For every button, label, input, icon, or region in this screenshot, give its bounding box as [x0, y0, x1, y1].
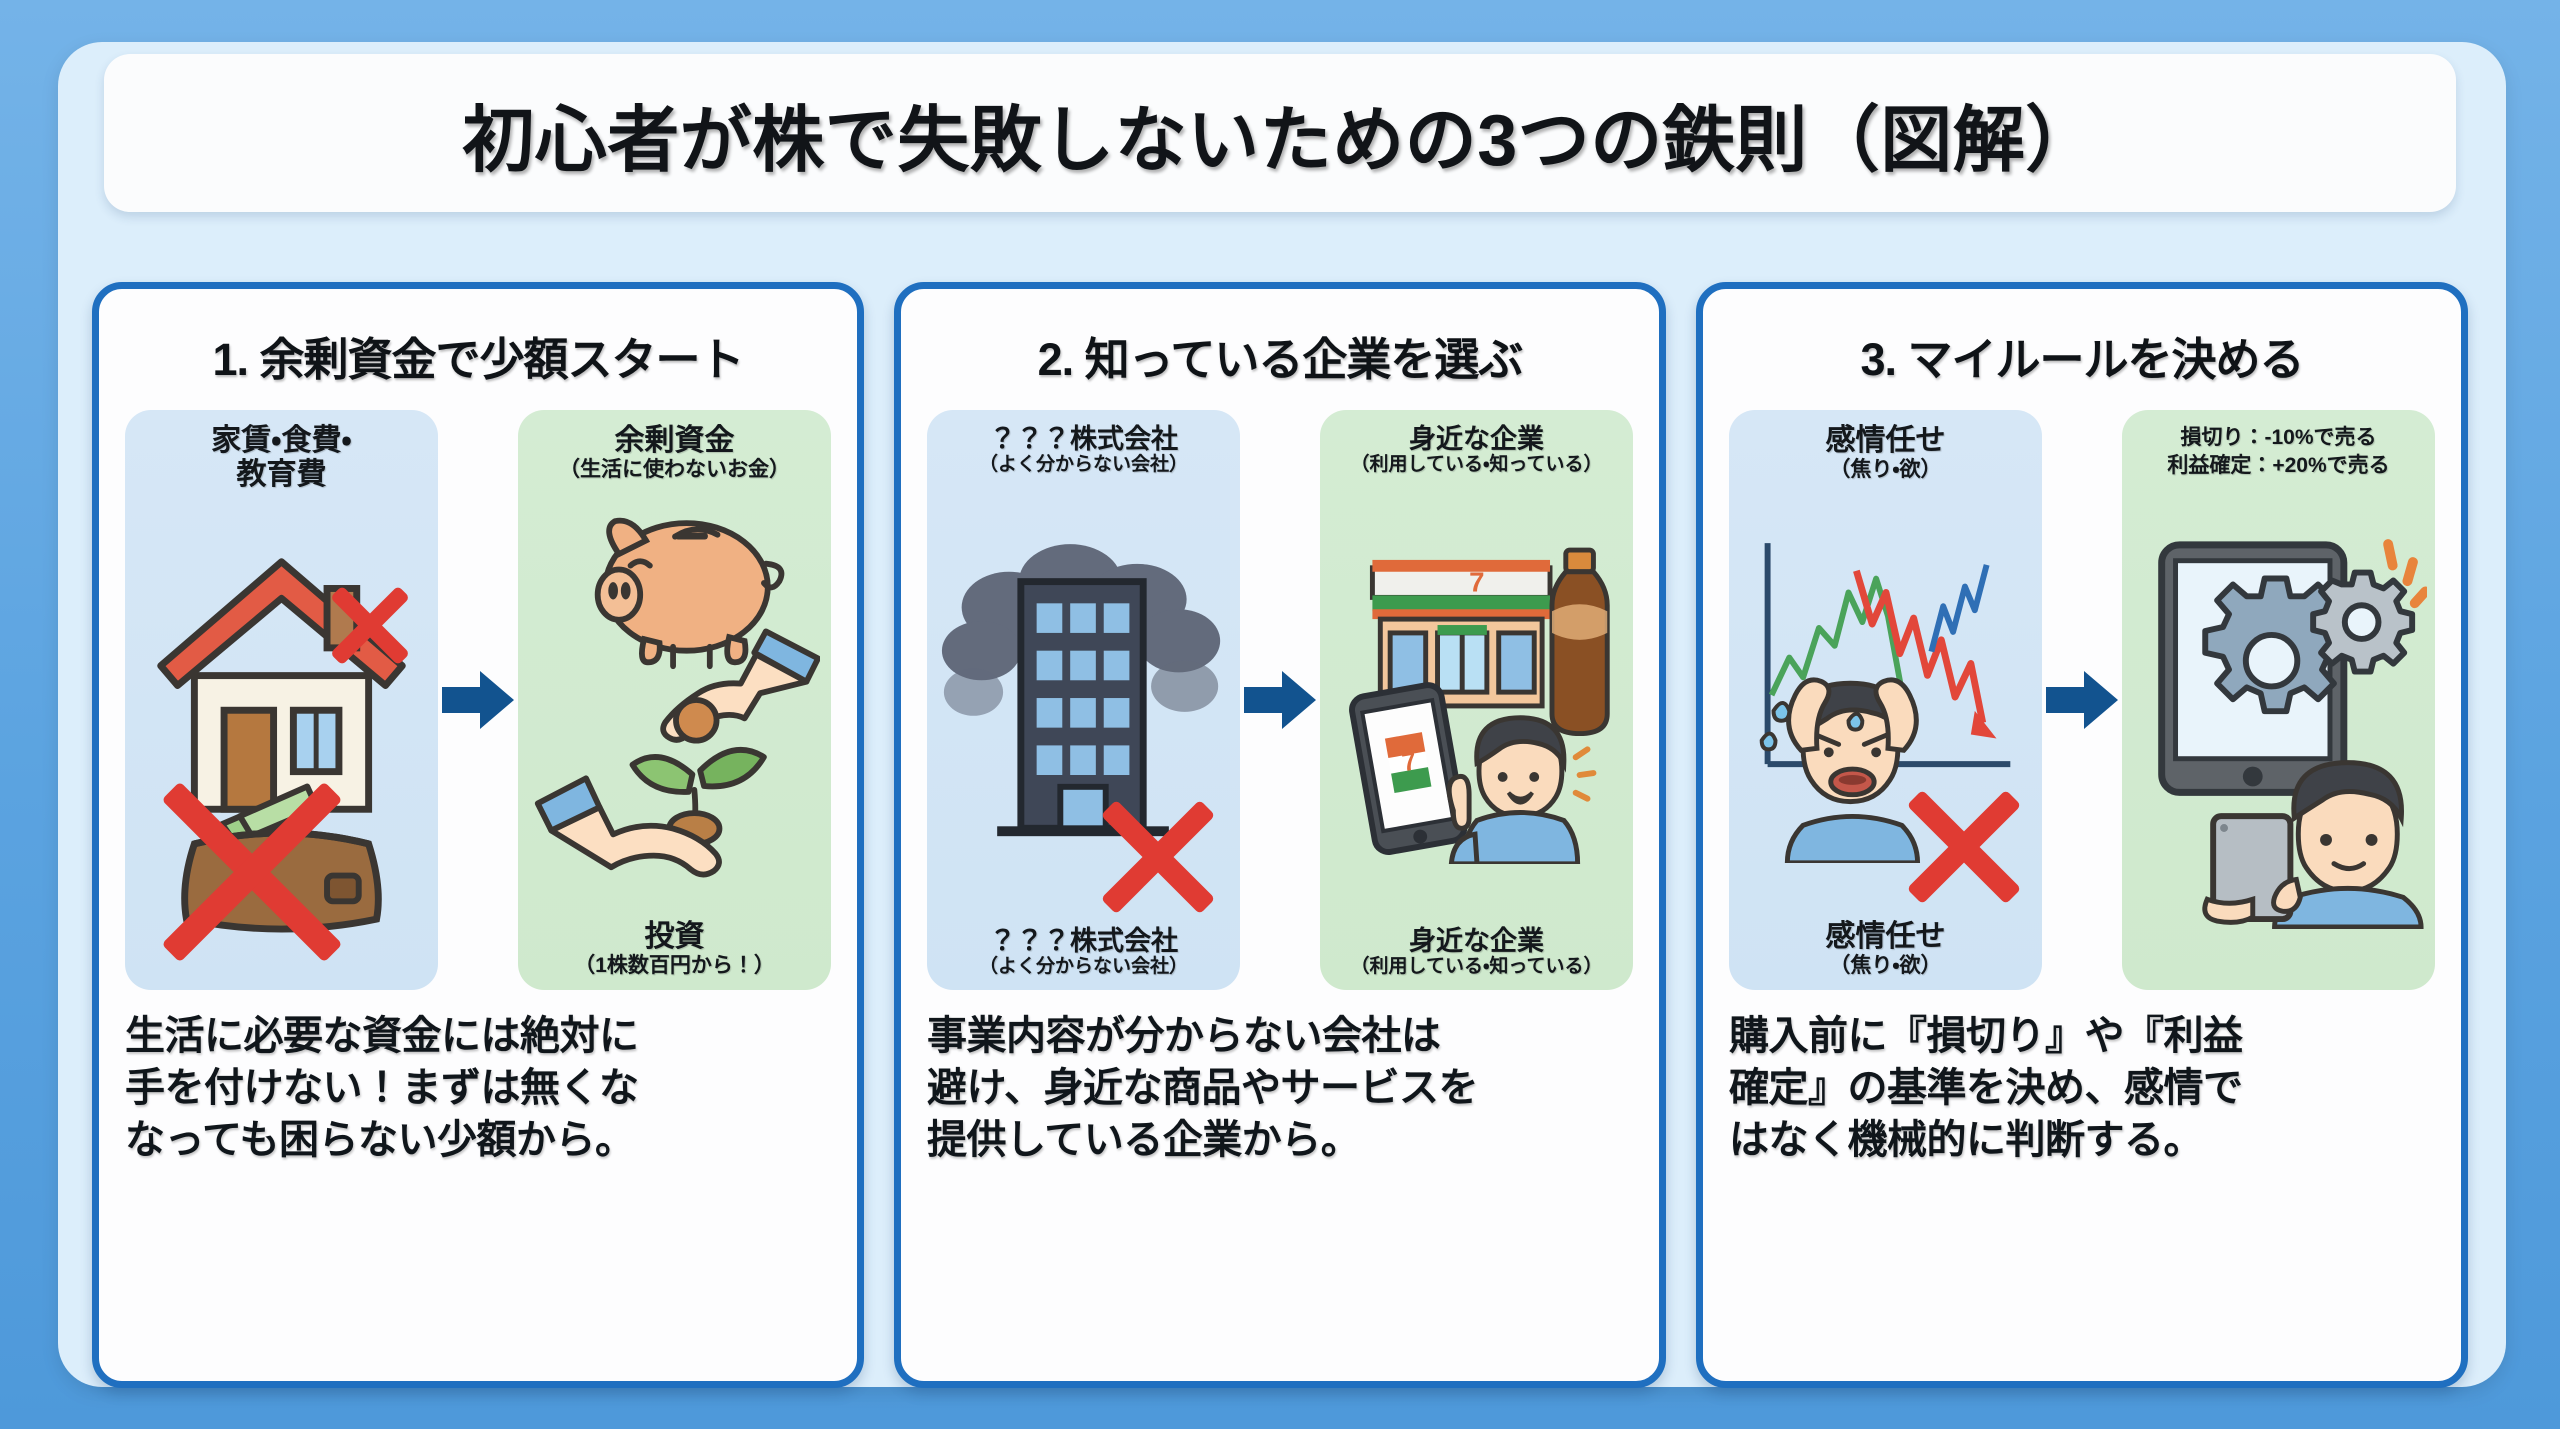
svg-text:7: 7 [1399, 747, 1418, 777]
red-cross-icon-small-1 [328, 583, 412, 667]
good-panel-3: 損切り：-10%で売る 利益確定：+20%で売る [2122, 410, 2435, 990]
rule-caption-2-line1: 事業内容が分からない会社は [927, 1014, 1441, 1058]
office-building-icon [996, 577, 1169, 836]
piggy-invest-illustration [534, 518, 820, 878]
bad-panel-1-label-line1: 家賃・食費・ [211, 424, 352, 457]
title-card: 初心者が株で失敗しないための3つの鉄則（図解） [104, 54, 2456, 212]
bad-panel-3-bottom-main: 感情任せ [1825, 919, 1946, 953]
rule-caption-3: 購入前に『損切り』や『利益 確定』の基準を決め、感情で はなく機械的に判断する。 [1729, 1010, 2435, 1166]
bad-panel-3-label-sub: （焦り・欲） [1829, 457, 1942, 481]
good-panel-3-art [2130, 481, 2427, 978]
rule-caption-1-line2: 手を付けない！まずは無くな [125, 1066, 639, 1110]
hand-coin-icon [659, 628, 820, 744]
rule-caption-2: 事業内容が分からない会社は 避け、身近な商品やサービスを 提供している企業から。 [927, 1010, 1633, 1166]
bottle-icon [1549, 547, 1610, 736]
good-panel-2-label-main: 身近な企業 [1408, 424, 1544, 454]
rule-card-3: 3. マイルールを決める 感情任せ （焦り・欲） [1696, 282, 2468, 1388]
small-gear-icon [2310, 569, 2416, 675]
bad-panel-2-art [935, 476, 1232, 926]
bad-panel-3-bottom-sub: （焦り・欲） [1829, 954, 1942, 978]
rule-card-1: 1. 余剰資金で少額スタート 家賃・食費・ 教育費 [92, 282, 864, 1388]
bad-panel-1-label: 家賃・食費・ 教育費 [211, 424, 351, 491]
bad-panel-2: ？？？株式会社 （よく分からない会社） [927, 410, 1240, 990]
hand-sprout-icon [534, 747, 767, 878]
rule-caption-2-line2: 避け、身近な商品やサービスを [927, 1066, 1479, 1110]
mechanical-rules-illustration [2158, 539, 2427, 930]
good-panel-2-art: 7 [1328, 476, 1625, 926]
piggy-bank-icon [594, 518, 784, 670]
good-panel-1: 余剰資金 （生活に使わないお金） [518, 410, 831, 990]
bad-panel-2-label-main: ？？？株式会社 [988, 424, 1178, 454]
red-cross-icon-3 [1906, 789, 2022, 905]
right-arrow-icon [2046, 671, 2118, 729]
bad-panel-2-label-sub: （よく分からない会社） [978, 454, 1188, 476]
familiar-brands-illustration: 7 [1348, 547, 1610, 864]
person-tablet-icon [2202, 760, 2424, 930]
good-panel-1-bottom-label: 投資 （1株数百円から！） [574, 920, 775, 978]
bad-panel-1: 家賃・食費・ 教育費 [125, 410, 438, 990]
good-panel-1-label-main: 余剰資金 [614, 424, 735, 457]
stressed-person-icon [1759, 677, 1920, 864]
emotional-trading-illustration [1759, 543, 2010, 864]
good-panel-1-bottom-sub: （1株数百円から！） [574, 954, 775, 978]
bad-panel-3: 感情任せ （焦り・欲） [1729, 410, 2042, 990]
good-panel-2-label-sub: （利用している・知っている） [1350, 454, 1603, 476]
rule-heading-2: 2. 知っている企業を選ぶ [1037, 334, 1524, 385]
convenience-store-icon: 7 [1369, 559, 1552, 708]
bad-panel-3-label-main: 感情任せ [1825, 424, 1946, 457]
bad-panel-3-label: 感情任せ （焦り・欲） [1826, 424, 1946, 481]
right-arrow-icon [442, 671, 514, 729]
good-panel-1-label: 余剰資金 （生活に使わないお金） [559, 424, 790, 481]
columns-row: 1. 余剰資金で少額スタート 家賃・食費・ 教育費 [92, 282, 2468, 1388]
gear-icon [2202, 575, 2349, 715]
good-panel-1-label-sub: （生活に使わないお金） [559, 457, 790, 481]
good-panel-1-art [526, 481, 823, 920]
good-panel-3-rules: 損切り：-10%で売る 利益確定：+20%で売る [2167, 424, 2389, 481]
good-panel-2-bottom-sub: （利用している・知っている） [1350, 956, 1603, 978]
bad-panel-1-label-line2: 教育費 [236, 457, 327, 491]
good-panel-2-bottom-label: 身近な企業 （利用している・知っている） [1351, 926, 1603, 978]
bad-panel-2-bottom-main: ？？？株式会社 [988, 925, 1178, 956]
rule-caption-2-line3: 提供している企業から。 [927, 1118, 1361, 1162]
good-panel-2-bottom-main: 身近な企業 [1408, 925, 1544, 956]
bad-panel-2-bottom-sub: （よく分からない会社） [978, 956, 1188, 978]
right-arrow-icon [1244, 671, 1316, 729]
spark-icon [2383, 539, 2427, 609]
bad-panel-3-art [1737, 481, 2034, 920]
arrow-wrap-3 [2042, 410, 2122, 990]
rule-caption-3-line1: 購入前に『損切り』や『利益 [1729, 1014, 2243, 1058]
good-panel-1-bottom-main: 投資 [644, 919, 705, 953]
rule-card-2: 2. 知っている企業を選ぶ ？？？株式会社 （よく分からない会社） [894, 282, 1666, 1388]
rule-caption-1-line3: なっても困らない少額から。 [125, 1118, 635, 1162]
rule-heading-1: 1. 余剰資金で少額スタート [212, 334, 744, 385]
good-panel-2-label: 身近な企業 （利用している・知っている） [1351, 424, 1603, 476]
rule-caption-1-line1: 生活に必要な資金には絶対に [125, 1014, 639, 1058]
compare-row-1: 家賃・食費・ 教育費 [125, 410, 831, 990]
person-pointing-icon [1446, 714, 1596, 864]
compare-row-2: ？？？株式会社 （よく分からない会社） [927, 410, 1633, 990]
smartphone-icon: 7 [1348, 681, 1467, 855]
bad-panel-2-bottom-label: ？？？株式会社 （よく分からない会社） [979, 926, 1188, 978]
arrow-wrap-1 [438, 410, 518, 990]
red-cross-icon-2 [1100, 799, 1216, 914]
red-cross-icon-1 [157, 781, 347, 963]
bad-panel-1-art [133, 491, 430, 978]
good-panel-3-rule-line1: 損切り：-10%で売る [2180, 426, 2377, 449]
arrow-wrap-2 [1240, 410, 1320, 990]
good-panel-2: 身近な企業 （利用している・知っている） [1320, 410, 1633, 990]
bad-panel-2-label: ？？？株式会社 （よく分からない会社） [979, 424, 1188, 476]
good-panel-3-rule-line2: 利益確定：+20%で売る [2167, 454, 2390, 478]
rule-caption-3-line2: 確定』の基準を決め、感情で [1729, 1066, 2243, 1110]
office-building-illustration [941, 543, 1220, 836]
compare-row-3: 感情任せ （焦り・欲） [1729, 410, 2435, 990]
rule-heading-3: 3. マイルールを決める [1860, 334, 2304, 385]
svg-text:7: 7 [1469, 566, 1484, 597]
rule-caption-1: 生活に必要な資金には絶対に 手を付けない！まずは無くな なっても困らない少額から… [125, 1010, 831, 1166]
bad-panel-3-bottom-label: 感情任せ （焦り・欲） [1826, 920, 1946, 978]
page-title: 初心者が株で失敗しないための3つの鉄則（図解） [462, 100, 2098, 181]
rule-caption-3-line3: はなく機械的に判断する。 [1729, 1118, 2204, 1162]
